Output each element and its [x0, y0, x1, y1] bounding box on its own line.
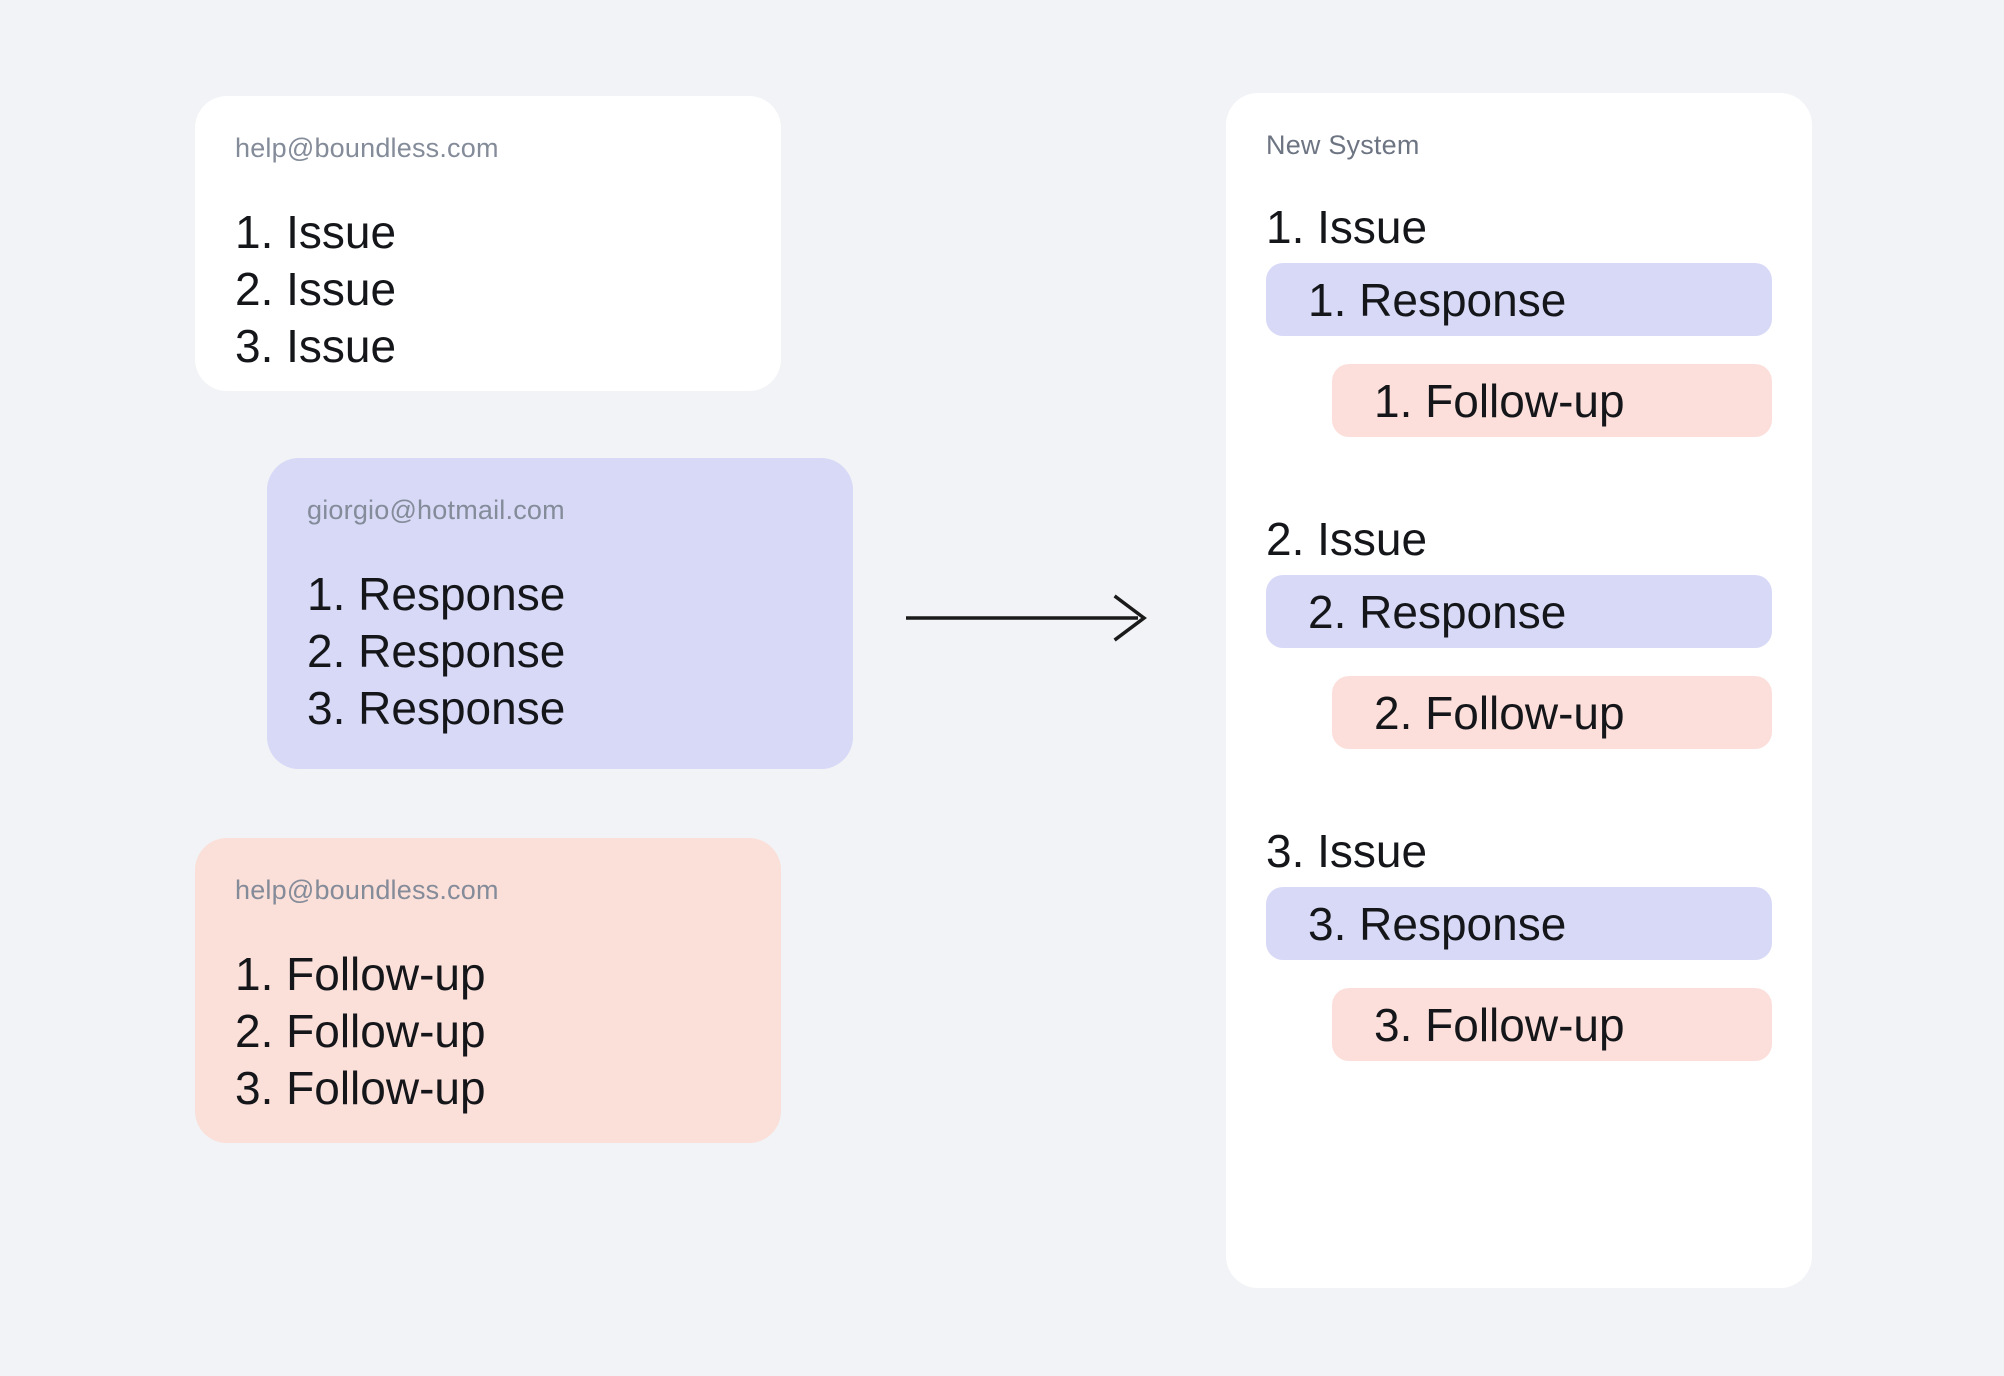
email-sender-label: help@boundless.com — [235, 875, 499, 905]
right-arrow-icon — [906, 594, 1147, 642]
thread-group-2: 2. Issue 2. Response 2. Follow-up — [1266, 511, 1772, 749]
email-card-followups: help@boundless.com 1. Follow-up 2. Follo… — [195, 838, 781, 1143]
followup-pill-label: 3. Follow-up — [1374, 998, 1625, 1051]
issue-list: 1. Issue 2. Issue 3. Issue — [235, 204, 741, 375]
followup-pill: 3. Follow-up — [1332, 988, 1772, 1061]
list-item: 1. Response — [307, 568, 566, 620]
list-item: 3. Follow-up — [235, 1062, 486, 1114]
list-item: 2. Issue — [235, 263, 397, 315]
email-sender-label: giorgio@hotmail.com — [307, 495, 565, 525]
followup-pill: 2. Follow-up — [1332, 676, 1772, 749]
issue-label: 3. Issue — [1266, 825, 1428, 877]
new-system-card: New System 1. Issue 1. Response 1. Follo… — [1226, 93, 1812, 1288]
issue-label: 2. Issue — [1266, 513, 1428, 565]
response-pill-label: 3. Response — [1308, 897, 1567, 950]
response-list: 1. Response 2. Response 3. Response — [307, 566, 813, 737]
list-item: 3. Issue — [235, 320, 397, 372]
followup-pill: 1. Follow-up — [1332, 364, 1772, 437]
issue-label: 1. Issue — [1266, 201, 1428, 253]
new-system-title: New System — [1266, 130, 1420, 160]
thread-group-1: 1. Issue 1. Response 1. Follow-up — [1266, 199, 1772, 437]
list-item: 1. Issue — [235, 206, 397, 258]
response-pill: 1. Response — [1266, 263, 1772, 336]
email-card-responses: giorgio@hotmail.com 1. Response 2. Respo… — [267, 458, 853, 769]
list-item: 3. Response — [307, 682, 566, 734]
response-pill: 3. Response — [1266, 887, 1772, 960]
response-pill: 2. Response — [1266, 575, 1772, 648]
response-pill-label: 1. Response — [1308, 273, 1567, 326]
list-item: 2. Follow-up — [235, 1005, 486, 1057]
list-item: 2. Response — [307, 625, 566, 677]
response-pill-label: 2. Response — [1308, 585, 1567, 638]
email-card-issues: help@boundless.com 1. Issue 2. Issue 3. … — [195, 96, 781, 391]
email-sender-label: help@boundless.com — [235, 133, 499, 163]
thread-group-3: 3. Issue 3. Response 3. Follow-up — [1266, 823, 1772, 1061]
followup-pill-label: 1. Follow-up — [1374, 374, 1625, 427]
list-item: 1. Follow-up — [235, 948, 486, 1000]
followup-pill-label: 2. Follow-up — [1374, 686, 1625, 739]
thread-groups: 1. Issue 1. Response 1. Follow-up 2. Iss… — [1266, 199, 1772, 1061]
followup-list: 1. Follow-up 2. Follow-up 3. Follow-up — [235, 946, 741, 1117]
